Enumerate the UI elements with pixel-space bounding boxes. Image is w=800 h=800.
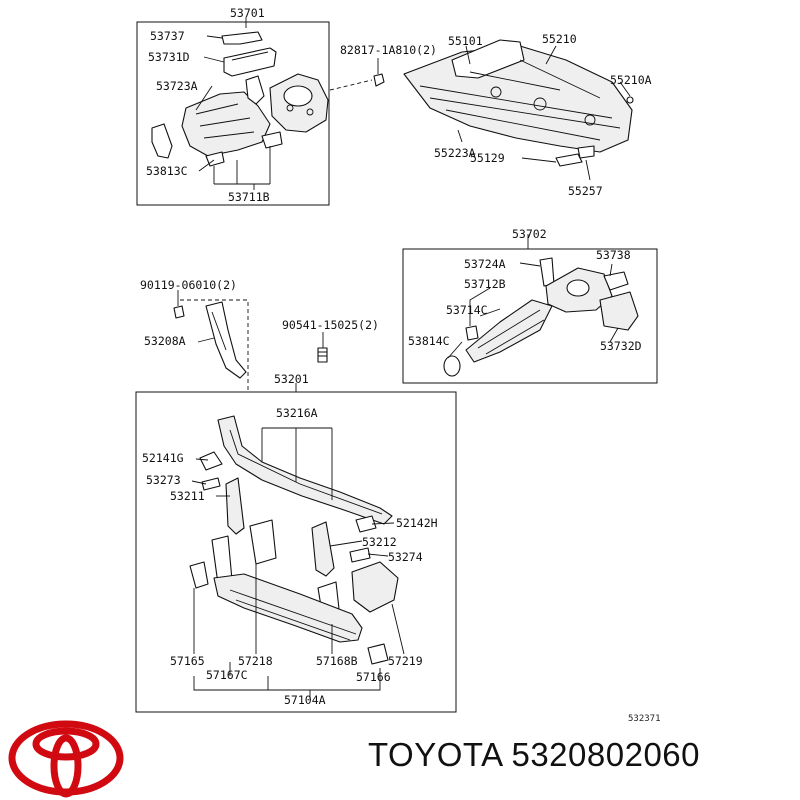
part-bracket-upper xyxy=(245,75,265,105)
label-82817: 82817-1A810(2) xyxy=(340,43,437,57)
part-53212 xyxy=(311,521,335,577)
group-53702: 53702 53724A 53738 53712B 53714C 53814C … xyxy=(402,227,658,384)
label-53731d: 53731D xyxy=(148,50,190,64)
label-53723a: 53723A xyxy=(156,79,198,93)
label-55129: 55129 xyxy=(470,151,505,165)
part-53724a xyxy=(539,257,555,287)
label-53201: 53201 xyxy=(274,372,309,386)
part-53216a xyxy=(217,415,393,525)
part-55129 xyxy=(555,153,583,167)
part-small-bracket-b xyxy=(261,131,283,149)
part-53731d xyxy=(223,47,277,77)
label-90119: 90119-06010(2) xyxy=(140,278,237,292)
tower-ring-53702 xyxy=(566,279,590,297)
label-57168b: 57168B xyxy=(316,654,358,668)
part-57218-bracket xyxy=(249,519,277,565)
label-55210: 55210 xyxy=(542,32,577,46)
group-53701: 53701 53737 53731D 53723A 53813C 53711B … xyxy=(136,6,437,206)
part-53738 xyxy=(603,271,629,291)
label-53711b: 53711B xyxy=(228,190,270,204)
part-53737 xyxy=(221,31,263,45)
label-57218: 57218 xyxy=(238,654,273,668)
clip-90541 xyxy=(317,347,328,363)
part-57219-bracket xyxy=(351,561,399,613)
label-55223a: 55223A xyxy=(434,146,476,160)
label-53714c: 53714C xyxy=(446,303,488,317)
label-53724a: 53724A xyxy=(464,257,506,271)
label-57166: 57166 xyxy=(356,670,391,684)
label-90541: 90541-15025(2) xyxy=(282,318,379,332)
part-52141g xyxy=(199,451,223,471)
label-57167c: 57167C xyxy=(206,668,248,682)
bolt-82817 xyxy=(373,73,385,87)
label-53732d: 53732D xyxy=(600,339,642,353)
part-53813c xyxy=(151,123,173,159)
label-53273: 53273 xyxy=(146,473,181,487)
part-57166 xyxy=(367,643,389,665)
label-53208a: 53208A xyxy=(144,334,186,348)
label-53212: 53212 xyxy=(362,535,397,549)
part-55210 xyxy=(451,39,525,79)
label-53738: 53738 xyxy=(596,248,631,262)
label-53701: 53701 xyxy=(230,6,265,20)
label-55210a: 55210A xyxy=(610,73,652,87)
diagram-ref-number: 532371 xyxy=(628,714,661,724)
group-53201: 53201 53216A 52141G 53273 53211 52142H 5… xyxy=(135,372,457,713)
part-53273 xyxy=(201,477,221,491)
label-53211: 53211 xyxy=(170,489,205,503)
label-52142h: 52142H xyxy=(396,516,438,530)
part-53814c xyxy=(443,355,461,377)
group-dash-panel: 55101 55210 55210A 55223A 55129 55257 xyxy=(403,32,652,198)
part-57104a xyxy=(213,573,363,643)
label-53274: 53274 xyxy=(388,550,423,564)
strut-mount-ring xyxy=(283,85,313,107)
group-53208a: 90119-06010(2) 53208A 90541-15025(2) xyxy=(140,278,379,390)
label-53814c: 53814C xyxy=(408,334,450,348)
brand-part-number: TOYOTA 5320802060 xyxy=(368,736,701,773)
group-box-53701 xyxy=(136,21,330,206)
clip-55210a xyxy=(626,96,634,104)
part-55257 xyxy=(577,145,595,159)
label-53702: 53702 xyxy=(512,227,547,241)
toyota-logo-icon xyxy=(8,720,124,798)
group-box-53702 xyxy=(402,248,658,384)
part-53732d xyxy=(599,291,639,331)
label-57104a: 57104A xyxy=(284,693,326,707)
part-53208a xyxy=(205,301,247,379)
label-57165: 57165 xyxy=(170,654,205,668)
label-57219: 57219 xyxy=(388,654,423,668)
part-57165 xyxy=(189,561,209,589)
label-53813c: 53813C xyxy=(146,164,188,178)
label-53737: 53737 xyxy=(150,29,185,43)
label-53712b: 53712B xyxy=(464,277,506,291)
part-53211 xyxy=(225,477,245,535)
bolt-90119 xyxy=(173,305,185,319)
label-55101: 55101 xyxy=(448,34,483,48)
part-52142h xyxy=(355,515,377,533)
label-53216a: 53216A xyxy=(276,406,318,420)
part-53274 xyxy=(349,547,371,563)
part-53712b xyxy=(465,325,479,341)
part-53723a xyxy=(181,91,271,157)
label-52141g: 52141G xyxy=(142,451,184,465)
label-55257: 55257 xyxy=(568,184,603,198)
